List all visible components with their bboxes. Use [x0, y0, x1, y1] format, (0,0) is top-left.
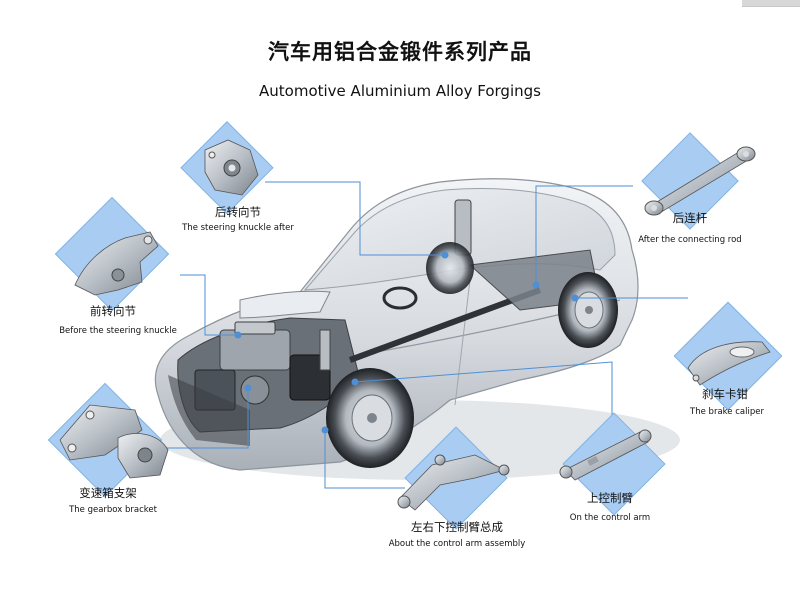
car-illustration	[154, 178, 680, 480]
page-title: 汽车用铝合金锻件系列产品	[268, 40, 532, 64]
label-en-brake-caliper: The brake caliper	[689, 407, 764, 417]
car-door-line	[454, 279, 471, 406]
front-wheel	[326, 368, 414, 468]
label-zh-gearbox-bracket: 变速箱支架	[79, 486, 137, 500]
line-arm-assembly	[324, 430, 405, 489]
label-zh-upper-arm: 上控制臂	[587, 491, 633, 505]
line-rear-knuckle	[265, 181, 445, 256]
connecting-rod-icon	[644, 146, 756, 216]
callout-rear-rod: 后连杆 After the connecting rod	[638, 132, 756, 245]
drive-shaft	[348, 287, 542, 363]
label-en-rear-rod: After the connecting rod	[638, 235, 741, 245]
rear-hub	[426, 242, 474, 294]
steering-knuckle-front-icon	[74, 231, 159, 296]
rear-wheel	[558, 272, 618, 348]
corner-tab	[742, 0, 800, 7]
label-en-gearbox-bracket: The gearbox bracket	[68, 505, 158, 515]
label-zh-arm-assembly: 左右下控制臂总成	[411, 520, 503, 534]
line-front-knuckle	[180, 274, 238, 336]
callout-upper-arm: 上控制臂 On the control arm	[559, 412, 666, 523]
car-grille	[168, 375, 250, 446]
label-en-arm-assembly: About the control arm assembly	[389, 539, 526, 549]
steering-knuckle-rear-icon	[204, 139, 259, 196]
label-en-rear-knuckle: The steering knuckle after	[181, 223, 294, 233]
page-subtitle: Automotive Aluminium Alloy Forgings	[259, 82, 541, 100]
label-en-upper-arm: On the control arm	[570, 513, 650, 523]
label-zh-brake-caliper: 刹车卡钳	[702, 387, 748, 401]
lower-control-arm-icon	[397, 454, 510, 511]
callout-brake-caliper: 刹车卡钳 The brake caliper	[673, 301, 783, 417]
callout-rear-knuckle: 后转向节 The steering knuckle after	[180, 121, 294, 233]
label-zh-rear-knuckle: 后转向节	[215, 205, 261, 219]
steering-wheel	[382, 286, 418, 310]
front-strut	[319, 329, 331, 371]
line-gearbox-bracket	[165, 388, 249, 449]
gearbox-bracket-icon	[59, 404, 169, 479]
callout-front-knuckle: 前转向节 Before the steering knuckle	[54, 196, 177, 336]
upper-control-arm-icon	[559, 429, 652, 481]
car-headlight	[239, 290, 331, 319]
label-zh-rear-rod: 后连杆	[673, 211, 708, 225]
label-en-front-knuckle: Before the steering knuckle	[59, 326, 177, 336]
line-rear-rod	[535, 185, 633, 285]
label-zh-front-knuckle: 前转向节	[90, 304, 136, 318]
brake-caliper-icon	[687, 341, 771, 386]
callout-gearbox-bracket: 变速箱支架 The gearbox bracket	[47, 382, 169, 515]
callout-arm-assembly: 左右下控制臂总成 About the control arm assembly	[389, 426, 526, 549]
